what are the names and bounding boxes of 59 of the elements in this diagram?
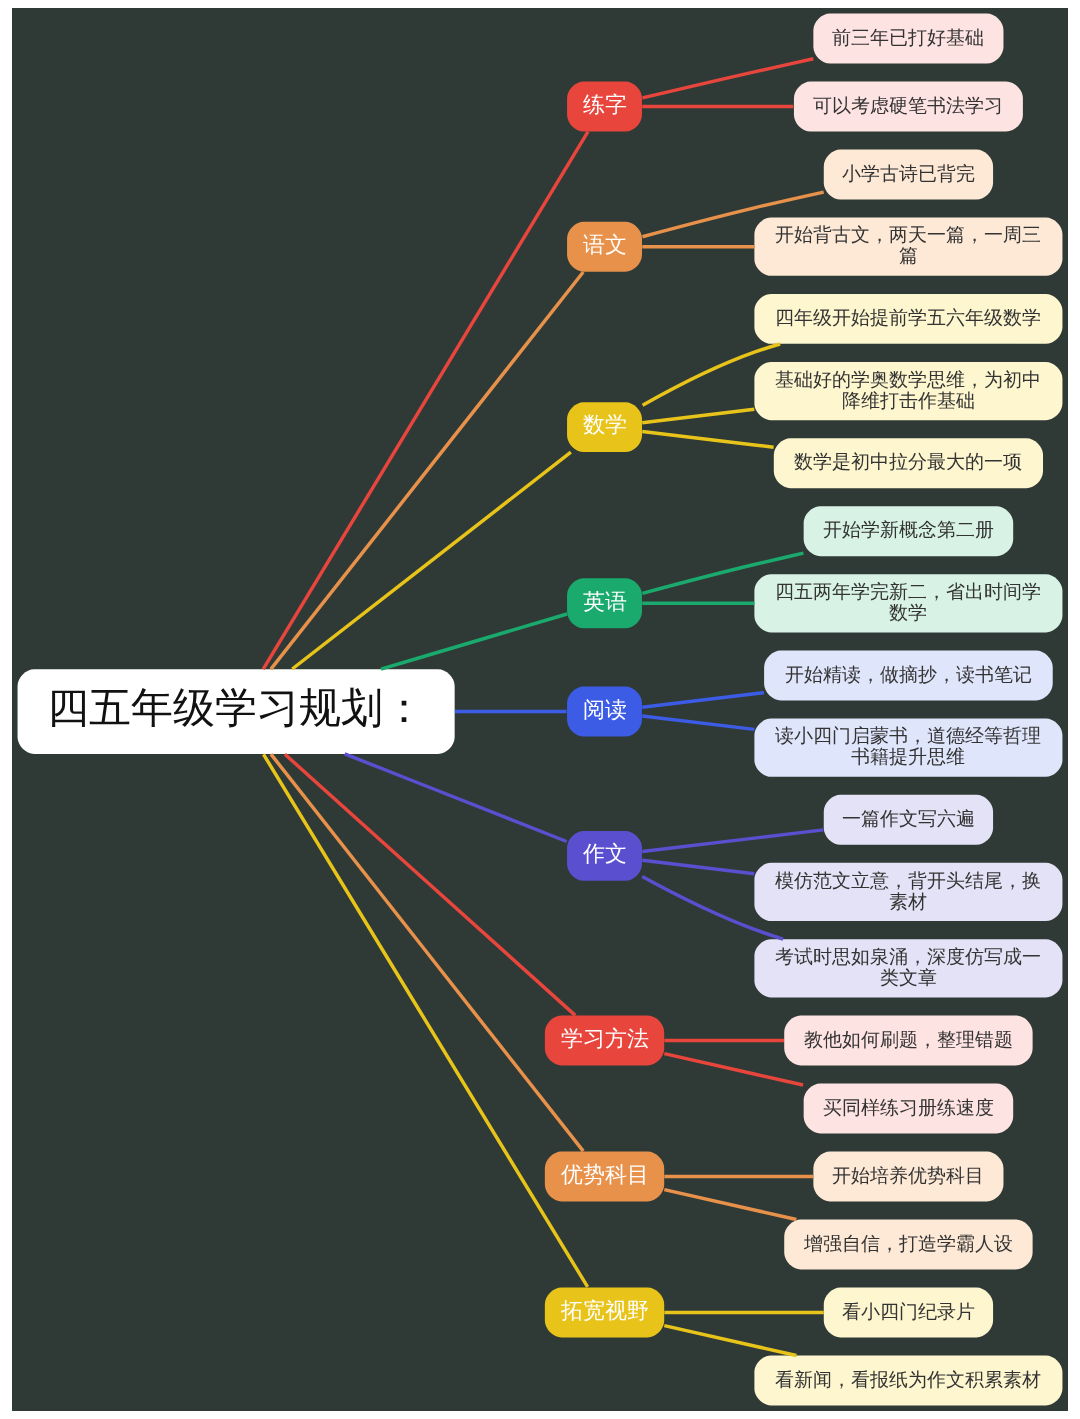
connector xyxy=(262,753,590,1288)
node-box: 前三年已打好基础 xyxy=(813,13,1004,64)
node-box: 练字 xyxy=(567,81,642,132)
connector xyxy=(269,753,585,1153)
connector xyxy=(642,407,755,425)
node-box: 开始学新概念第二册 xyxy=(803,506,1014,557)
connector xyxy=(283,752,577,1017)
node-box: 学习方法 xyxy=(544,1015,665,1066)
node-box: 阅读 xyxy=(567,686,642,737)
connector xyxy=(642,57,814,100)
node-box: 教他如何刷题，整理错题 xyxy=(784,1015,1033,1066)
node-box: 一篇作文写六遍 xyxy=(823,794,994,845)
node-box: 四五年级学习规划： xyxy=(17,669,455,754)
connector xyxy=(664,1310,824,1315)
connector xyxy=(663,1323,797,1358)
node-box: 看小四门纪录片 xyxy=(823,1287,994,1338)
node-box: 优势科目 xyxy=(544,1151,665,1202)
connector xyxy=(641,342,781,407)
connector xyxy=(269,270,585,671)
node-box: 开始精读，做摘抄，读书笔记 xyxy=(764,650,1053,701)
connector xyxy=(663,1051,804,1087)
node-box: 增强自信，打造学霸人设 xyxy=(784,1219,1033,1270)
connector xyxy=(663,1187,797,1222)
connector xyxy=(454,709,567,714)
connector xyxy=(642,690,765,709)
node-box: 看新闻，看报纸为作文积累素材 xyxy=(754,1355,1063,1406)
node-box: 可以考虑硬笔书法学习 xyxy=(793,81,1023,132)
connector xyxy=(642,429,774,449)
node-box: 买同样练习册练速度 xyxy=(803,1083,1014,1134)
connector xyxy=(642,601,755,606)
node-box: 英语 xyxy=(567,578,642,629)
node-box: 基础好的学奥数学思维，为初中降维打击作基础 xyxy=(754,361,1063,421)
node-box: 作文 xyxy=(567,830,642,881)
connector xyxy=(642,714,755,732)
node-box: 模仿范文立意，背开头结尾，换素材 xyxy=(754,862,1063,922)
connector xyxy=(344,752,568,844)
connector xyxy=(641,875,784,941)
connector xyxy=(291,450,572,671)
node-box: 数学 xyxy=(567,402,642,453)
connector xyxy=(641,190,825,239)
node-box: 四五两年学完新二，省出时间学数学 xyxy=(754,574,1063,633)
connector xyxy=(664,1038,784,1043)
node-box: 数学是初中拉分最大的一项 xyxy=(773,438,1043,489)
node-box: 小学古诗已背完 xyxy=(823,149,994,200)
node-box: 拓宽视野 xyxy=(544,1287,665,1338)
connector xyxy=(380,612,568,671)
node-box: 语文 xyxy=(567,221,642,272)
connector xyxy=(641,551,804,595)
connector xyxy=(664,1174,814,1179)
connector xyxy=(642,858,755,876)
node-box: 四年级开始提前学五六年级数学 xyxy=(754,293,1063,344)
connector xyxy=(642,245,755,249)
connector xyxy=(642,104,794,109)
connector xyxy=(261,130,590,670)
node-box: 开始背古文，两天一篇，一周三篇 xyxy=(754,217,1063,276)
node-box: 考试时思如泉涌，深度仿写成一类文章 xyxy=(754,939,1063,998)
node-box: 读小四门启蒙书，道德经等哲理书籍提升思维 xyxy=(754,718,1063,777)
connector xyxy=(642,828,824,854)
node-box: 开始培养优势科目 xyxy=(813,1151,1004,1202)
